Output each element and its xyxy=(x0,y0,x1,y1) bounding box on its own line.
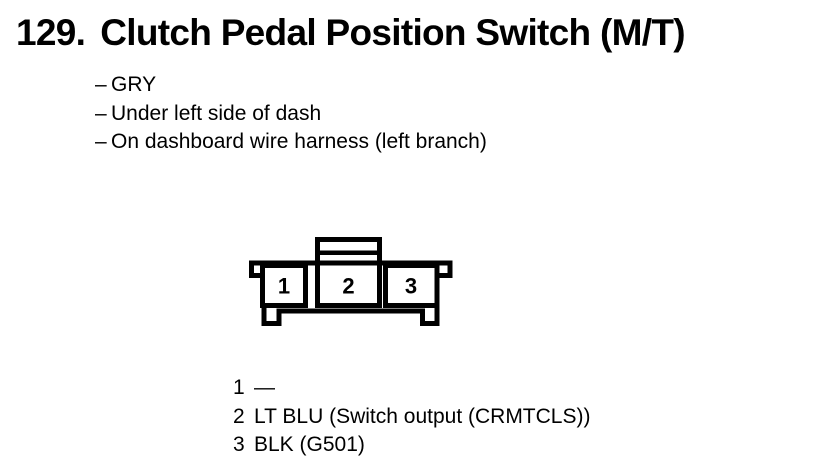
pin-wire-description: BLK (G501) xyxy=(254,433,365,456)
pin-number: 2 xyxy=(233,404,245,428)
section-heading: 129. Clutch Pedal Position Switch (M/T) xyxy=(16,12,686,54)
cavity-2-box xyxy=(315,260,382,308)
connector-diagram: 1 2 3 xyxy=(249,237,453,326)
pinout-row-2: 2 LT BLU (Switch output (CRMTCLS)) xyxy=(233,403,590,432)
pinout-row-3: 3 BLK (G501) xyxy=(233,431,590,460)
section-number: 129. xyxy=(16,12,86,53)
pinout-list: 1 — 2 LT BLU (Switch output (CRMTCLS)) 3… xyxy=(233,374,590,460)
pin-number: 1 xyxy=(233,376,245,399)
cavity-1-box xyxy=(260,263,308,308)
dash-bullet: – xyxy=(95,130,107,153)
pinout-row-1: 1 — xyxy=(233,374,590,403)
detail-text: On dashboard wire harness (left branch) xyxy=(111,130,487,153)
detail-item-color: – GRY xyxy=(95,71,487,100)
cavity-3-box xyxy=(383,263,440,308)
pin-wire-description: LT BLU (Switch output (CRMTCLS)) xyxy=(254,404,591,428)
dash-bullet: – xyxy=(95,73,107,96)
dash-bullet: – xyxy=(95,101,107,125)
pin-number: 3 xyxy=(233,433,245,456)
cavity-1-label: 1 xyxy=(278,274,290,299)
detail-text: GRY xyxy=(111,73,157,96)
pin-wire-description: — xyxy=(254,376,275,399)
cavity-2-label: 2 xyxy=(342,274,354,299)
detail-item-location: – Under left side of dash xyxy=(95,100,487,129)
detail-item-harness: – On dashboard wire harness (left branch… xyxy=(95,128,487,157)
page-title: Clutch Pedal Position Switch (M/T) xyxy=(100,12,685,53)
detail-text: Under left side of dash xyxy=(111,101,322,125)
detail-list: – GRY – Under left side of dash – On das… xyxy=(95,71,487,157)
cavity-3-label: 3 xyxy=(405,274,417,299)
